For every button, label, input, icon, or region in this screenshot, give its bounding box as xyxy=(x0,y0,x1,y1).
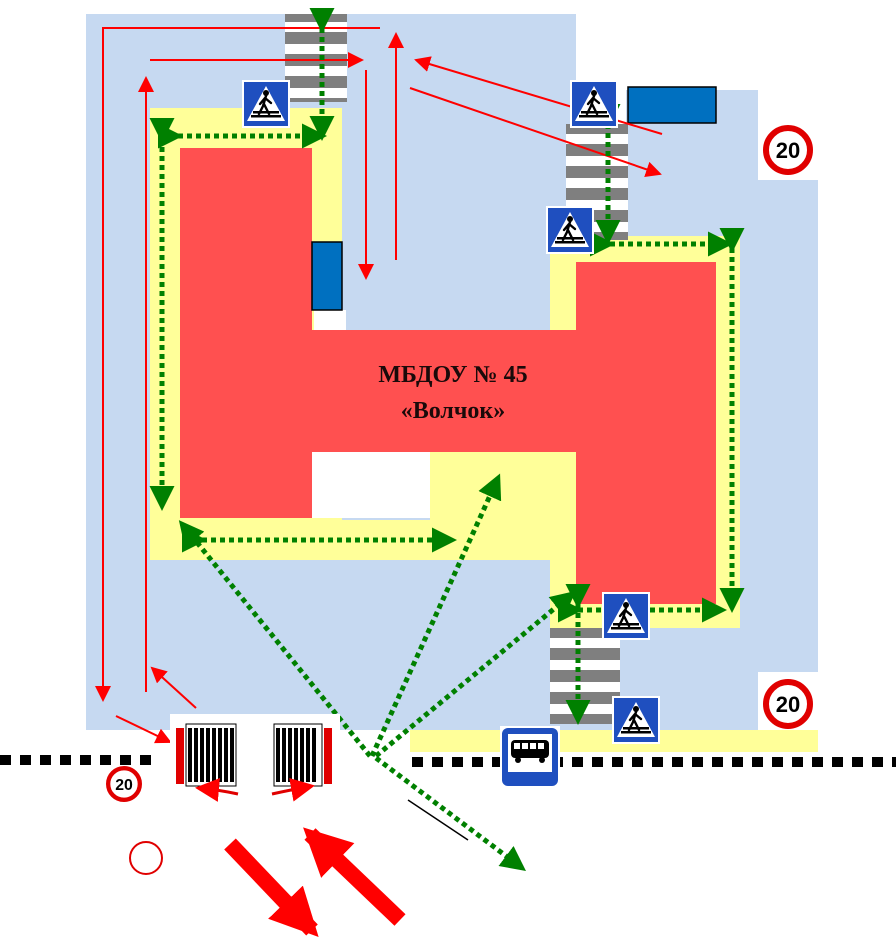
bus-stop-sign-icon xyxy=(500,726,560,788)
parking-spot xyxy=(311,241,343,311)
no-entry-circle-icon xyxy=(129,841,163,875)
speed-limit-value: 20 xyxy=(776,692,800,717)
entry-exit-arrows xyxy=(224,827,406,937)
vehicle-paths xyxy=(95,27,663,744)
pedestrian-crossing-sign-icon xyxy=(600,590,652,642)
building-name: МБДОУ № 45 xyxy=(378,362,527,388)
building: МБДОУ № 45 «Волчок» xyxy=(180,148,716,604)
building-subtitle: «Волчок» xyxy=(401,398,506,424)
speed-limit-value: 20 xyxy=(776,138,800,163)
gate-icon xyxy=(170,714,340,802)
pedestrian-crossing-sign-icon xyxy=(240,78,292,130)
speed-limit-sign-icon: 20 xyxy=(766,128,810,172)
pedestrian-crossing-sign-icon xyxy=(568,78,620,130)
speed-limit-sign-icon: 20 xyxy=(766,682,810,726)
crosswalk xyxy=(550,628,620,724)
road-boundary xyxy=(0,755,896,767)
pedestrian-crossing-sign-icon xyxy=(544,204,596,256)
pedestrian-crossing-sign-icon xyxy=(610,694,662,746)
parking-spot xyxy=(627,86,717,124)
speed-limit-sign-icon: 20 xyxy=(108,768,140,800)
speed-limit-value: 20 xyxy=(115,777,133,794)
